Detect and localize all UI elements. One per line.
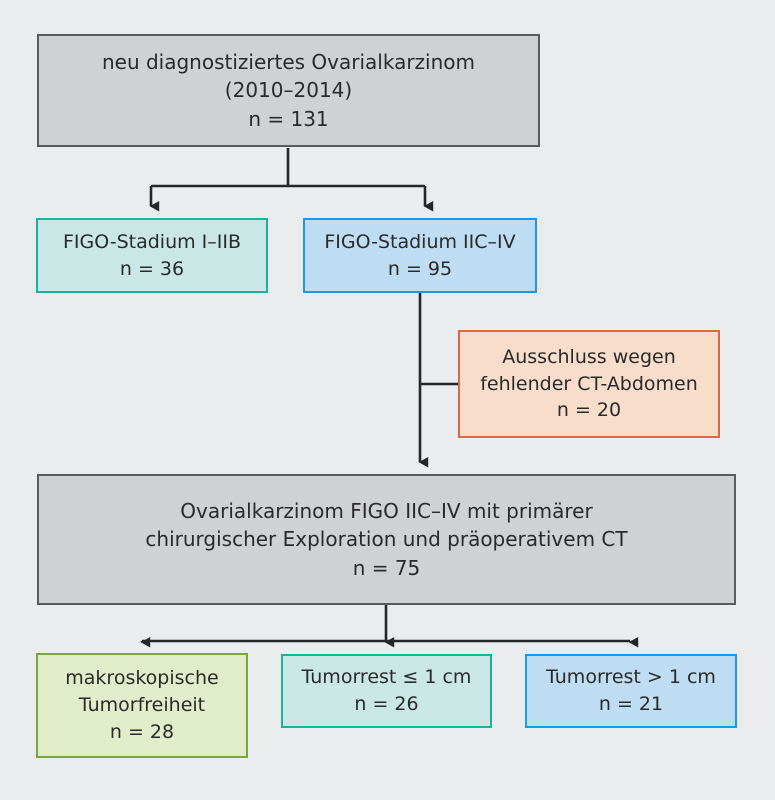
node-figo-early-line-2: n = 36 xyxy=(119,257,185,280)
node-residual-gt-1cm[interactable]: Tumorrest > 1 cm n = 21 xyxy=(525,654,737,728)
node-figo-late-line-1: FIGO-Stadium IIC–IV xyxy=(324,230,516,253)
node-cohort-line-3: n = 131 xyxy=(248,106,329,131)
node-exclusion-line-3: n = 20 xyxy=(556,399,622,422)
node-figo-late-line-2: n = 95 xyxy=(387,257,453,280)
node-no-residual[interactable]: makroskopische Tumorfreiheit n = 28 xyxy=(36,653,248,758)
node-residual-gt-1cm-line-1: Tumorrest > 1 cm xyxy=(546,666,716,689)
node-residual-le-1cm-line-1: Tumorrest ≤ 1 cm xyxy=(301,666,472,689)
node-study-population[interactable]: Ovarialkarzinom FIGO IIC–IV mit primärer… xyxy=(37,474,736,605)
node-study-population-line-2: chirurgischer Exploration und präoperati… xyxy=(145,527,628,552)
node-figo-late[interactable]: FIGO-Stadium IIC–IV n = 95 xyxy=(303,218,537,293)
node-cohort-line-1: neu diagnostiziertes Ovarialkarzinom xyxy=(101,49,476,74)
node-study-population-line-3: n = 75 xyxy=(352,555,421,580)
node-exclusion[interactable]: Ausschluss wegen fehlender CT-Abdomen n … xyxy=(458,330,720,438)
node-no-residual-line-1: makroskopische xyxy=(65,667,219,690)
node-no-residual-line-2: Tumorfreiheit xyxy=(78,694,206,717)
node-cohort-line-2: (2010–2014) xyxy=(224,78,353,103)
node-figo-early-line-1: FIGO-Stadium I–IIB xyxy=(62,230,242,253)
node-cohort[interactable]: neu diagnostiziertes Ovarialkarzinom (20… xyxy=(37,34,540,147)
node-no-residual-line-3: n = 28 xyxy=(109,720,175,743)
node-residual-le-1cm-line-2: n = 26 xyxy=(354,693,419,715)
node-residual-le-1cm[interactable]: Tumorrest ≤ 1 cm n = 26 xyxy=(281,654,492,728)
node-figo-early[interactable]: FIGO-Stadium I–IIB n = 36 xyxy=(36,218,268,293)
node-exclusion-line-1: Ausschluss wegen xyxy=(502,345,676,368)
node-residual-gt-1cm-line-2: n = 21 xyxy=(598,693,664,715)
node-study-population-line-1: Ovarialkarzinom FIGO IIC–IV mit primärer xyxy=(180,498,593,523)
node-exclusion-line-2: fehlender CT-Abdomen xyxy=(480,372,698,395)
